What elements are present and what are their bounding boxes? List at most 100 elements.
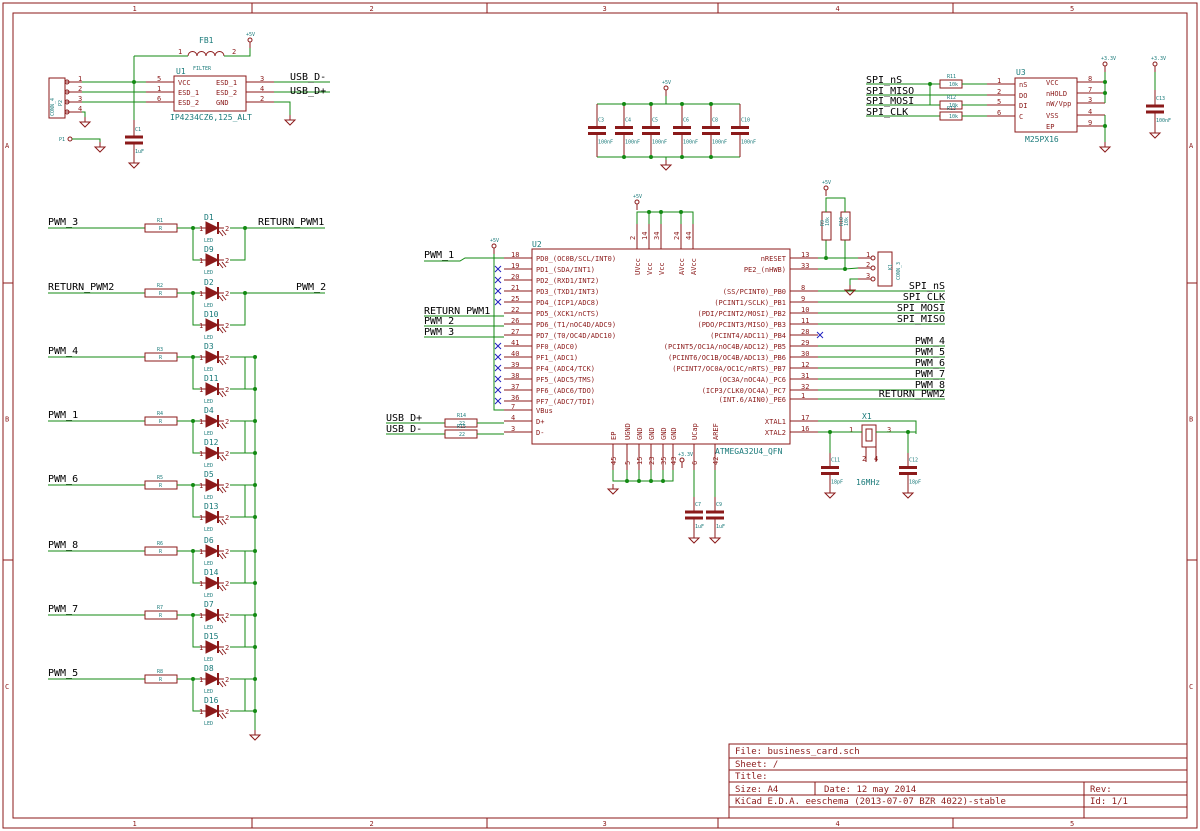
wire bbox=[192, 679, 200, 712]
junction-dot bbox=[661, 479, 665, 483]
pin-number: 2 bbox=[225, 418, 229, 426]
title-id: Id: 1/1 bbox=[1090, 797, 1128, 807]
wire bbox=[818, 240, 846, 270]
pin-name: nS bbox=[1019, 81, 1027, 89]
cap-value: 18pF bbox=[831, 480, 843, 486]
led-ray bbox=[221, 294, 227, 301]
pin-number: 1 bbox=[199, 290, 203, 298]
pin-name: (PDO/PCINT3/MISO)_PB3 bbox=[697, 321, 786, 329]
pin-name: (PCINT5/OC1A/nOC4B/ADC12)_PB5 bbox=[664, 343, 786, 351]
pin-number: 39 bbox=[511, 361, 519, 369]
pin-name: Vcc bbox=[658, 262, 666, 275]
resistor: R1R bbox=[144, 218, 178, 233]
pin-name: ESD_2 bbox=[216, 89, 237, 97]
led-label: LED bbox=[204, 399, 213, 405]
title-rev: Rev: bbox=[1090, 785, 1112, 795]
pin-name: VBus bbox=[536, 407, 553, 415]
pin-number: 9 bbox=[801, 295, 805, 303]
led-label: LED bbox=[204, 367, 213, 373]
led-triangle bbox=[205, 640, 220, 654]
resistor-ref: R6 bbox=[157, 541, 163, 547]
net-label: PWM_1 bbox=[48, 410, 78, 421]
junction-dot bbox=[253, 483, 257, 487]
ground-symbol bbox=[901, 488, 915, 499]
led-triangle bbox=[205, 544, 220, 558]
nc-stroke bbox=[494, 364, 502, 372]
ground-symbol bbox=[248, 730, 262, 741]
ground-triangle bbox=[708, 537, 722, 544]
pin-name: PF6_(ADC6/TDO) bbox=[536, 387, 595, 395]
net-label: PWM_3 bbox=[424, 327, 454, 338]
net-label: PWM_2 bbox=[296, 282, 326, 293]
power-flag: +3.3V bbox=[1151, 56, 1166, 72]
ground-triangle bbox=[823, 492, 837, 499]
pin-name: AVcc bbox=[678, 258, 686, 275]
led-ref: D2 bbox=[204, 278, 214, 287]
led-ray bbox=[218, 681, 224, 688]
cap-value: 100nF bbox=[625, 140, 640, 146]
power-flag: +3.3V bbox=[1101, 56, 1116, 72]
crystal-value: 16MHz bbox=[856, 478, 880, 487]
ground-triangle bbox=[93, 146, 107, 153]
resistor-ref: R10 bbox=[839, 217, 845, 226]
pin-name: ESD_2 bbox=[178, 99, 199, 107]
junction-dot bbox=[1103, 80, 1107, 84]
pin-name: (SS/PCINT0)_PB0 bbox=[723, 288, 786, 296]
led-ray bbox=[221, 712, 227, 719]
title-title: Title: bbox=[735, 772, 768, 782]
pin-number: 2 bbox=[225, 612, 229, 620]
junction-dot bbox=[1103, 124, 1107, 128]
cap-value: 100nF bbox=[741, 140, 756, 146]
power-label: +3.3V bbox=[1101, 56, 1116, 62]
net-label: PWM_7 bbox=[915, 369, 945, 380]
resistor-value: 22 bbox=[459, 421, 465, 427]
border-row-label: C bbox=[5, 683, 9, 691]
pin-name: PE2_(nHWB) bbox=[744, 266, 786, 274]
led-triangle bbox=[205, 446, 220, 460]
led-ray bbox=[218, 519, 224, 526]
pin-number: 2 bbox=[232, 48, 236, 56]
led-label: LED bbox=[204, 238, 213, 244]
k1-body bbox=[877, 251, 893, 287]
crystal-body bbox=[861, 424, 877, 448]
border-col-label: 4 bbox=[836, 820, 840, 828]
pin-number: 10 bbox=[801, 306, 809, 314]
power-circle bbox=[663, 85, 669, 91]
resistor-ref: R1 bbox=[157, 218, 163, 224]
nc-stroke bbox=[494, 342, 502, 350]
pin-number: 2 bbox=[862, 455, 866, 463]
resistor-value: 10k bbox=[825, 217, 831, 226]
border-row-label: C bbox=[1189, 683, 1193, 691]
wire bbox=[230, 550, 246, 584]
led-ray bbox=[218, 391, 224, 398]
pin-number: 2 bbox=[225, 386, 229, 394]
resistor-ref: R11 bbox=[947, 74, 956, 80]
led-label: LED bbox=[204, 689, 213, 695]
resistor-value: R bbox=[159, 613, 163, 619]
power-label: +3.3V bbox=[1151, 56, 1166, 62]
pin-number: 36 bbox=[511, 394, 519, 402]
wire bbox=[230, 356, 246, 390]
resistor: R2R bbox=[144, 283, 178, 298]
u1-value: IP4234CZ6,125_ALT bbox=[170, 113, 252, 122]
pin-number: 3 bbox=[1088, 96, 1092, 104]
no-connect-flag bbox=[494, 375, 502, 383]
connector-body bbox=[48, 77, 66, 119]
pin-name: (PCINT7/OC0A/OC1C/nRTS)_PB7 bbox=[672, 365, 786, 373]
junction-dot bbox=[659, 210, 663, 214]
u3-value: M25PX16 bbox=[1025, 135, 1059, 144]
resistor: R8R bbox=[144, 669, 178, 684]
pin-number: 11 bbox=[801, 317, 809, 325]
led-triangle bbox=[205, 576, 220, 590]
